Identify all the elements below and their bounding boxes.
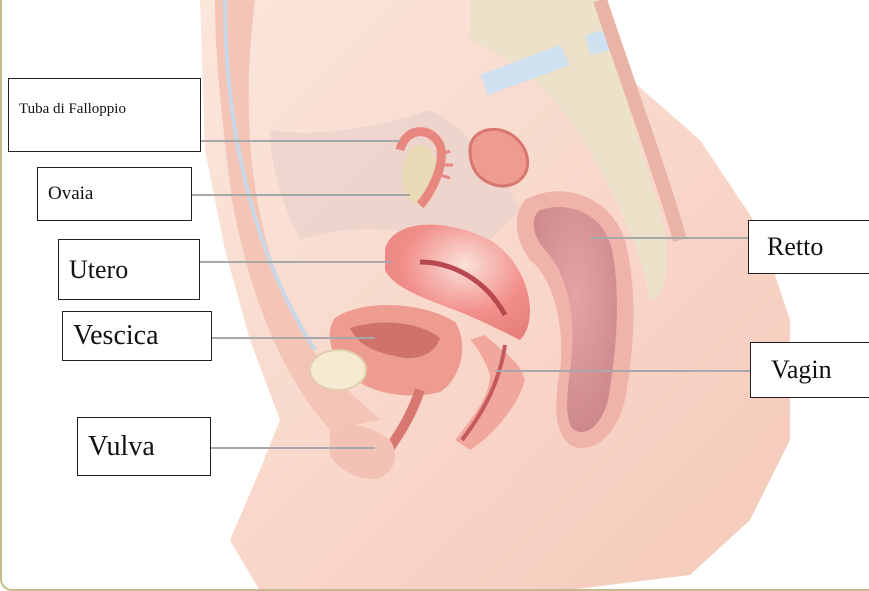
pubic-bone bbox=[310, 350, 366, 390]
label-vulva: Vulva bbox=[77, 417, 211, 476]
label-utero: Utero bbox=[58, 239, 200, 300]
label-vagin: Vagin bbox=[750, 342, 869, 398]
label-ovaia: Ovaia bbox=[37, 167, 192, 221]
label-tuba-di-falloppio: Tuba di Falloppio bbox=[8, 78, 201, 152]
label-vescica: Vescica bbox=[62, 311, 212, 361]
label-retto: Retto bbox=[748, 220, 869, 274]
